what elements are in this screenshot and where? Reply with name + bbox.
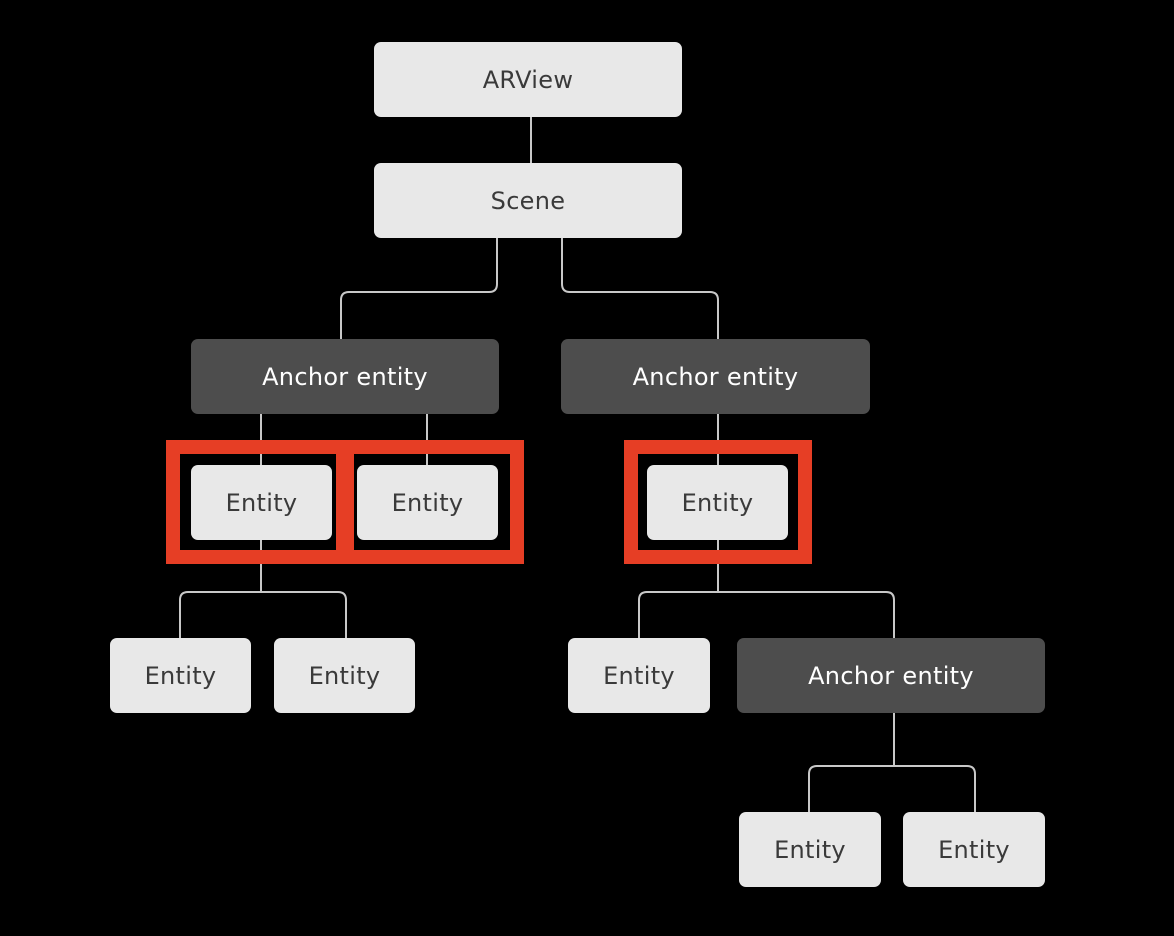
node-anchor-right: Anchor entity xyxy=(561,339,870,414)
node-entity-nested-child-2-label: Entity xyxy=(938,835,1010,864)
node-entity-left-child-2-label: Entity xyxy=(308,661,381,690)
node-scene: Scene xyxy=(374,163,682,238)
node-arview: ARView xyxy=(374,42,682,117)
node-entity-left-1-label: Entity xyxy=(225,488,298,517)
node-entity-left-2-label: Entity xyxy=(391,488,464,517)
node-entity-right-child-1: Entity xyxy=(568,638,710,713)
highlight-box-left-2 xyxy=(336,440,524,564)
highlight-box-right-1 xyxy=(624,440,812,564)
node-anchor-nested-label: Anchor entity xyxy=(808,661,974,690)
node-arview-label: ARView xyxy=(482,65,574,94)
node-entity-nested-child-1-label: Entity xyxy=(774,835,846,864)
node-entity-nested-child-2: Entity xyxy=(903,812,1045,887)
node-entity-right-child-1-label: Entity xyxy=(603,661,675,690)
connector-anchor-nested-children xyxy=(808,713,976,812)
node-anchor-nested: Anchor entity xyxy=(737,638,1045,713)
node-anchor-left-label: Anchor entity xyxy=(262,362,428,391)
node-entity-left-2: Entity xyxy=(357,465,498,540)
node-scene-label: Scene xyxy=(490,186,566,215)
node-entity-left-child-1: Entity xyxy=(110,638,251,713)
node-entity-left-1: Entity xyxy=(191,465,332,540)
connector-entity-left-children xyxy=(179,540,347,638)
node-anchor-left: Anchor entity xyxy=(191,339,499,414)
node-entity-right-1: Entity xyxy=(647,465,788,540)
connector-scene-anchor-left xyxy=(340,238,498,339)
connector-entity-right-children xyxy=(638,540,895,638)
node-entity-left-child-1-label: Entity xyxy=(144,661,217,690)
node-entity-left-child-2: Entity xyxy=(274,638,415,713)
node-anchor-right-label: Anchor entity xyxy=(632,362,799,391)
node-entity-right-1-label: Entity xyxy=(681,488,754,517)
connector-scene-anchor-right xyxy=(561,238,719,339)
node-entity-nested-child-1: Entity xyxy=(739,812,881,887)
